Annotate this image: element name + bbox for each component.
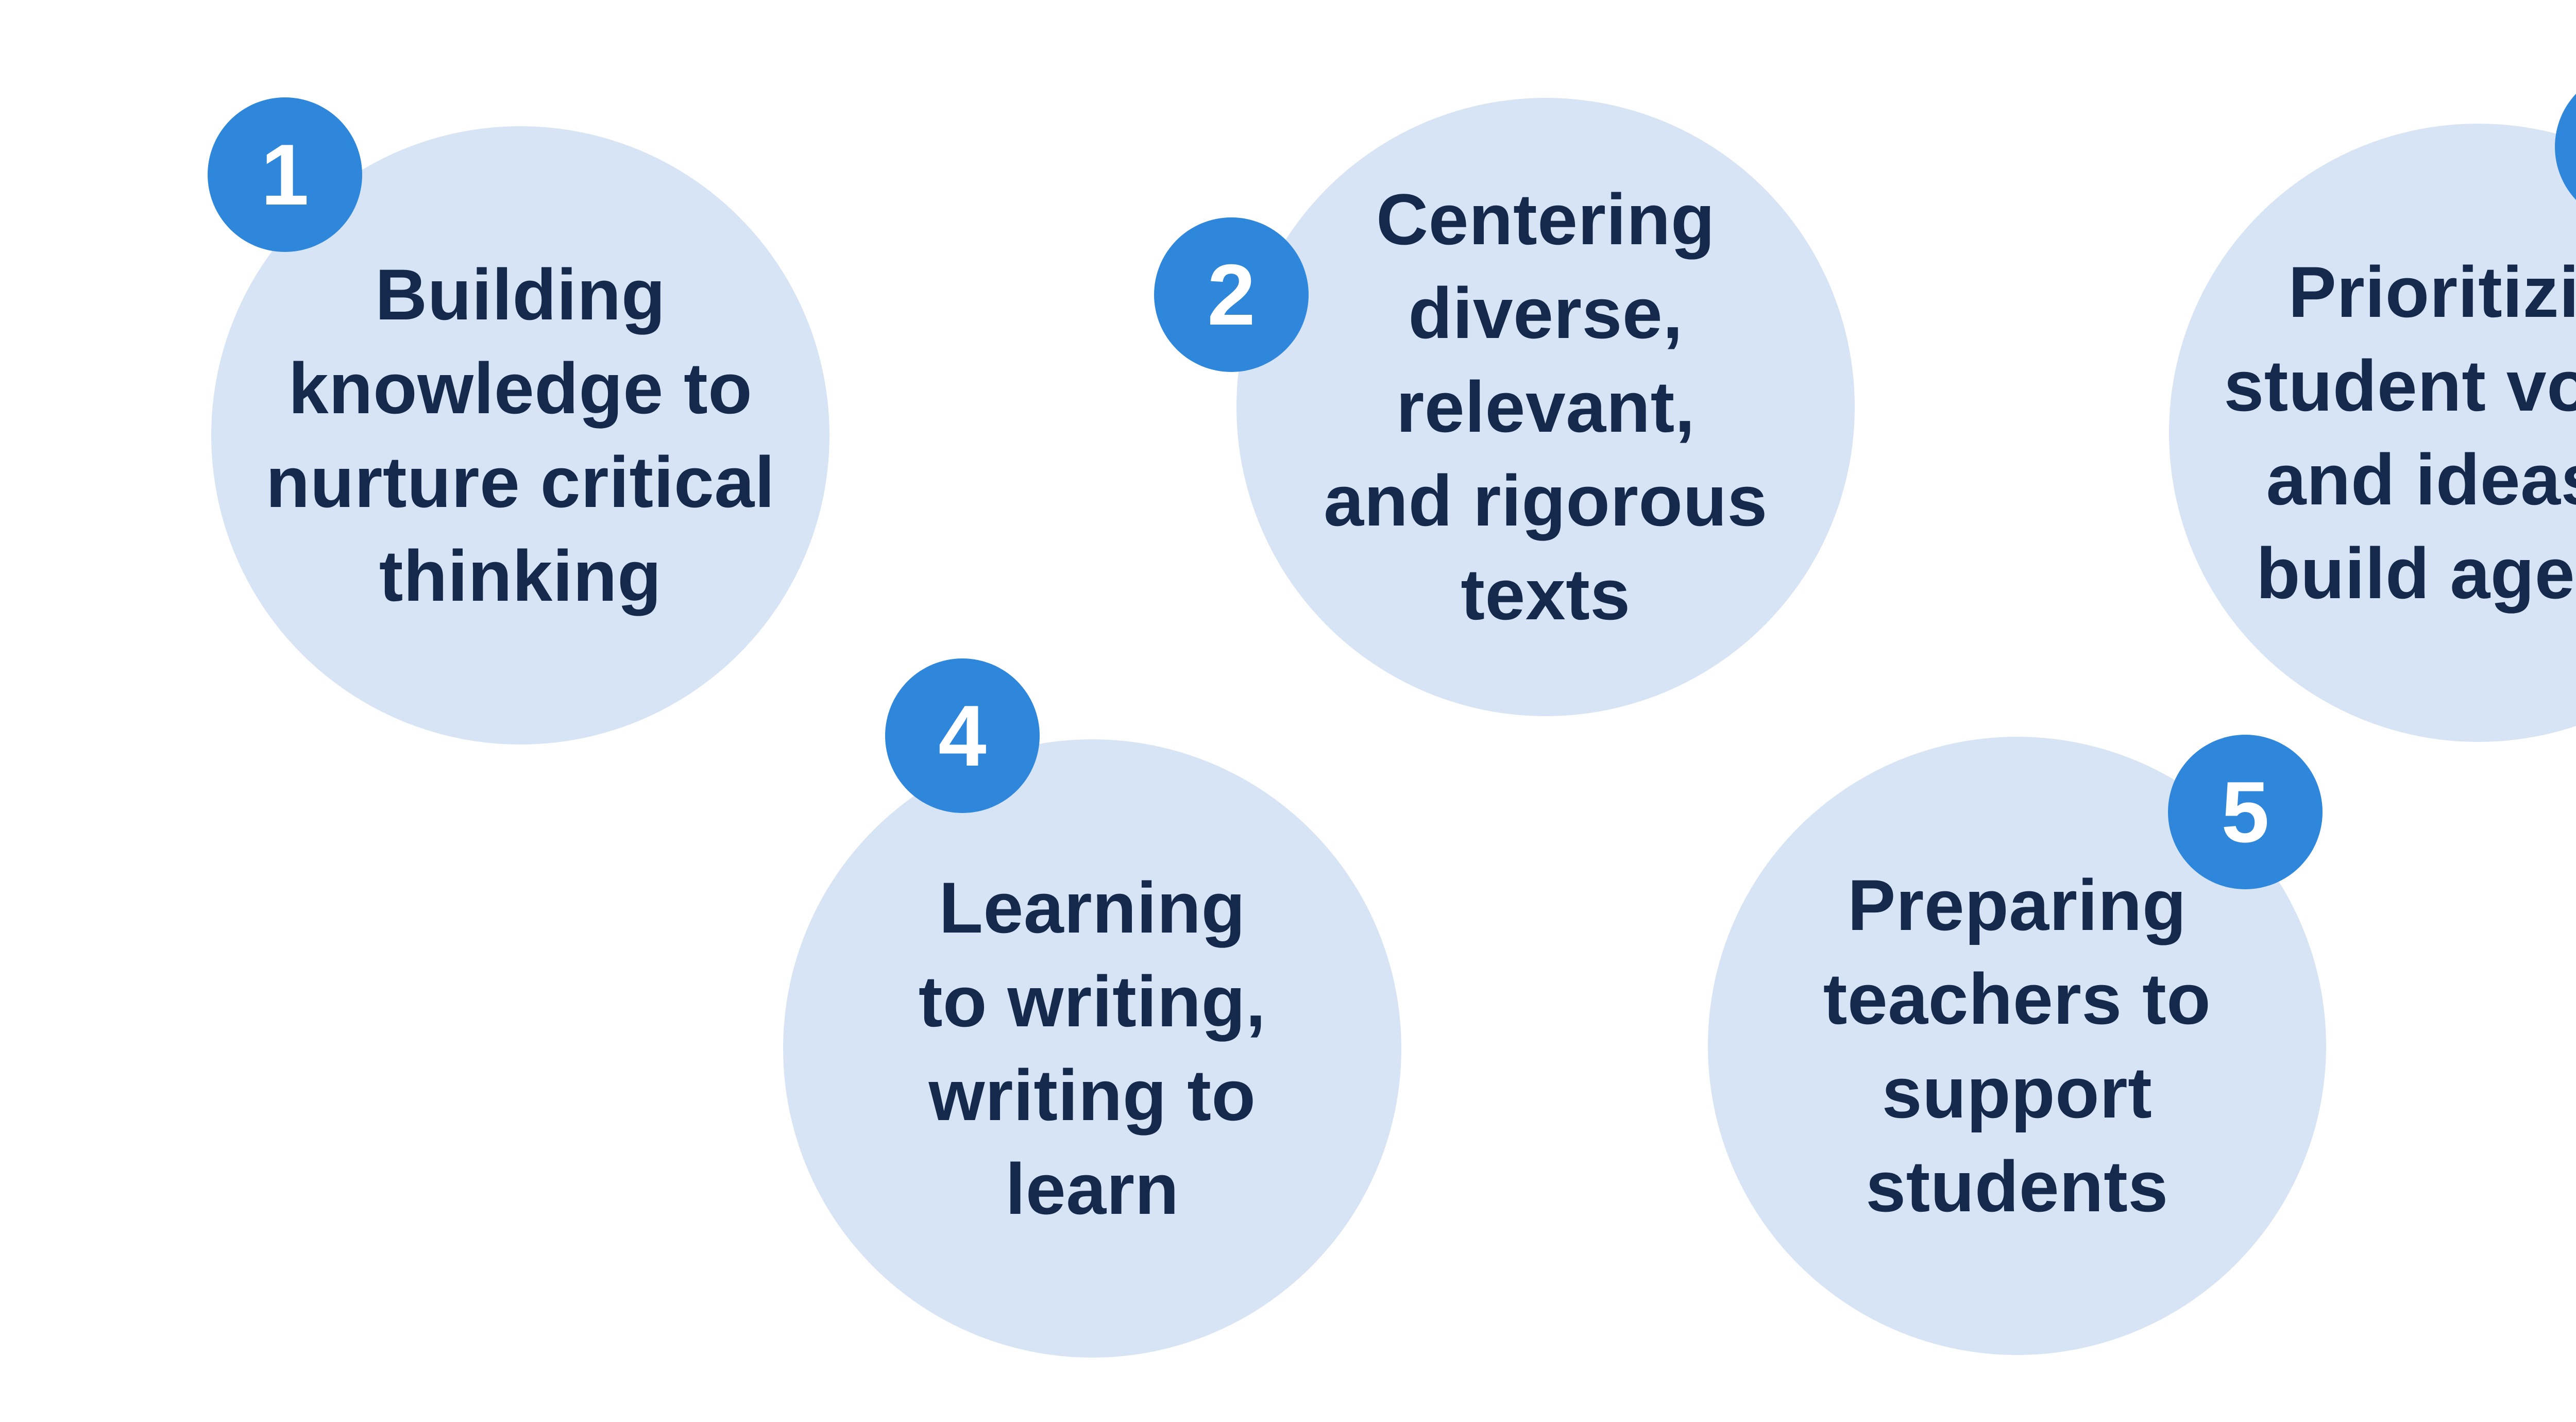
step-bubble-4: Learning to writing, writing to learn bbox=[783, 739, 1401, 1358]
text-line: Centering bbox=[1376, 179, 1715, 260]
step-text-1: Building knowledge to nurture critical t… bbox=[211, 248, 829, 623]
step-number-badge-1: 1 bbox=[208, 97, 362, 252]
text-line: Learning bbox=[939, 867, 1246, 948]
step-text-4: Learning to writing, writing to learn bbox=[783, 861, 1401, 1236]
text-line: Prioritizing bbox=[2288, 251, 2576, 332]
step-bubble-3: Prioritizing student voices and ideas to… bbox=[2169, 124, 2576, 742]
text-line: Building bbox=[375, 254, 666, 335]
text-line: thinking bbox=[379, 535, 662, 616]
text-line: and ideas to bbox=[2266, 439, 2576, 520]
step-number-badge-5: 5 bbox=[2168, 735, 2323, 889]
text-line: students bbox=[1866, 1146, 2168, 1227]
step-bubble-2: Centering diverse, relevant, and rigorou… bbox=[1236, 98, 1855, 716]
text-line: knowledge to bbox=[288, 348, 753, 429]
text-line: build agency bbox=[2256, 533, 2576, 614]
step-text-3: Prioritizing student voices and ideas to… bbox=[2169, 245, 2576, 620]
step-number-badge-4: 4 bbox=[885, 658, 1040, 813]
text-line: writing to bbox=[928, 1055, 1256, 1136]
text-line: and rigorous bbox=[1324, 460, 1768, 541]
text-line: student voices bbox=[2224, 345, 2576, 426]
text-line: Preparing bbox=[1847, 865, 2187, 945]
text-line: teachers to bbox=[1823, 958, 2211, 1039]
text-line: diverse, bbox=[1408, 273, 1683, 353]
step-number-badge-2: 2 bbox=[1154, 217, 1309, 372]
step-text-2: Centering diverse, relevant, and rigorou… bbox=[1236, 173, 1855, 641]
text-line: to writing, bbox=[918, 961, 1266, 1042]
step-text-5: Preparing teachers to support students bbox=[1708, 858, 2326, 1233]
step-bubble-1: Building knowledge to nurture critical t… bbox=[211, 126, 829, 744]
text-line: texts bbox=[1461, 554, 1631, 635]
text-line: learn bbox=[1005, 1148, 1179, 1229]
text-line: support bbox=[1882, 1052, 2153, 1133]
text-line: relevant, bbox=[1396, 366, 1696, 447]
text-line: nurture critical bbox=[265, 442, 775, 522]
